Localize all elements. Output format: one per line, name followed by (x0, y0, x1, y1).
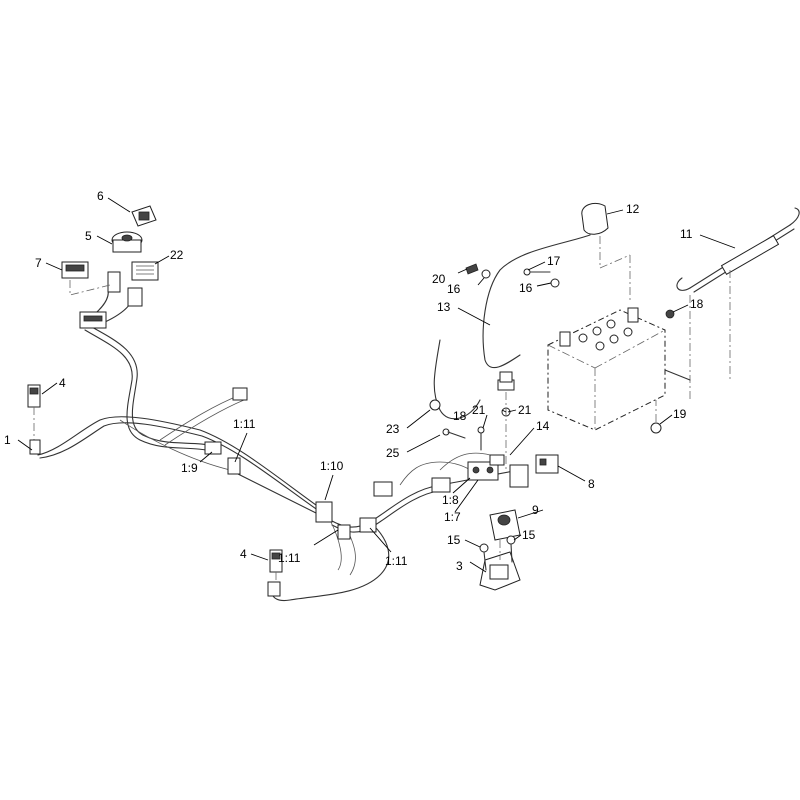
harness-clips (204, 441, 451, 540)
callout-12: 12 (626, 202, 640, 216)
callout-labels: 1 4 6 5 7 22 4 12 11 13 20 16 17 16 18 1… (4, 189, 704, 573)
part-9-bracket (489, 509, 521, 541)
callout-13: 13 (437, 300, 451, 314)
callout-19: 19 (673, 407, 687, 421)
callout-23: 23 (386, 422, 400, 436)
part-4-switch-bottom (267, 549, 283, 597)
callout-14: 14 (536, 419, 550, 433)
callout-1-11-bottom-left: 1:11 (278, 551, 301, 565)
solenoid-assembly (467, 454, 505, 481)
callout-1-9: 1:9 (181, 461, 198, 475)
callout-18-right: 18 (690, 297, 704, 311)
part-4-switch-left (27, 384, 41, 455)
callout-20: 20 (432, 272, 446, 286)
part-8-relay (509, 454, 559, 488)
callout-21-left: 21 (472, 403, 486, 417)
callout-6: 6 (97, 189, 104, 203)
callout-1-7: 1:7 (444, 510, 461, 524)
part-11-hold-down-rod (676, 207, 800, 400)
leader-lines (17, 197, 736, 573)
callout-1-11-bottom-right: 1:11 (385, 554, 408, 568)
callout-1-10: 1:10 (320, 459, 344, 473)
part-3-solenoid (479, 540, 521, 591)
callout-16-left: 16 (447, 282, 461, 296)
callout-18-left: 18 (453, 409, 467, 423)
part-5-key-switch (107, 231, 143, 293)
part-6-plate (131, 205, 157, 227)
callout-17: 17 (547, 254, 561, 268)
callout-4-bottom: 4 (240, 547, 247, 561)
callout-15-right: 15 (522, 528, 536, 542)
callout-7: 7 (35, 256, 42, 270)
callout-11: 11 (680, 227, 693, 241)
callout-1-8: 1:8 (442, 493, 459, 507)
part-7-switch (61, 261, 111, 296)
part-15-bolts (479, 535, 516, 571)
callout-9: 9 (532, 503, 539, 517)
harness-connector-upper (79, 311, 107, 329)
callout-21-right: 21 (518, 403, 532, 417)
callout-1-11-top: 1:11 (233, 417, 256, 431)
connector-upper-harness (232, 387, 248, 401)
battery (547, 307, 691, 431)
callout-8: 8 (588, 477, 595, 491)
callout-3: 3 (456, 559, 463, 573)
callout-22: 22 (170, 248, 184, 262)
callout-5: 5 (85, 229, 92, 243)
callout-1: 1 (4, 433, 11, 447)
hardware-small (429, 263, 675, 470)
callout-15-left: 15 (447, 533, 461, 547)
callout-16-right: 16 (519, 281, 533, 295)
callout-4-left: 4 (59, 376, 66, 390)
part-12-terminal-boot (581, 202, 631, 300)
callout-25: 25 (386, 446, 400, 460)
battery-cable-13 (433, 234, 591, 420)
part-22-connector (127, 261, 159, 307)
